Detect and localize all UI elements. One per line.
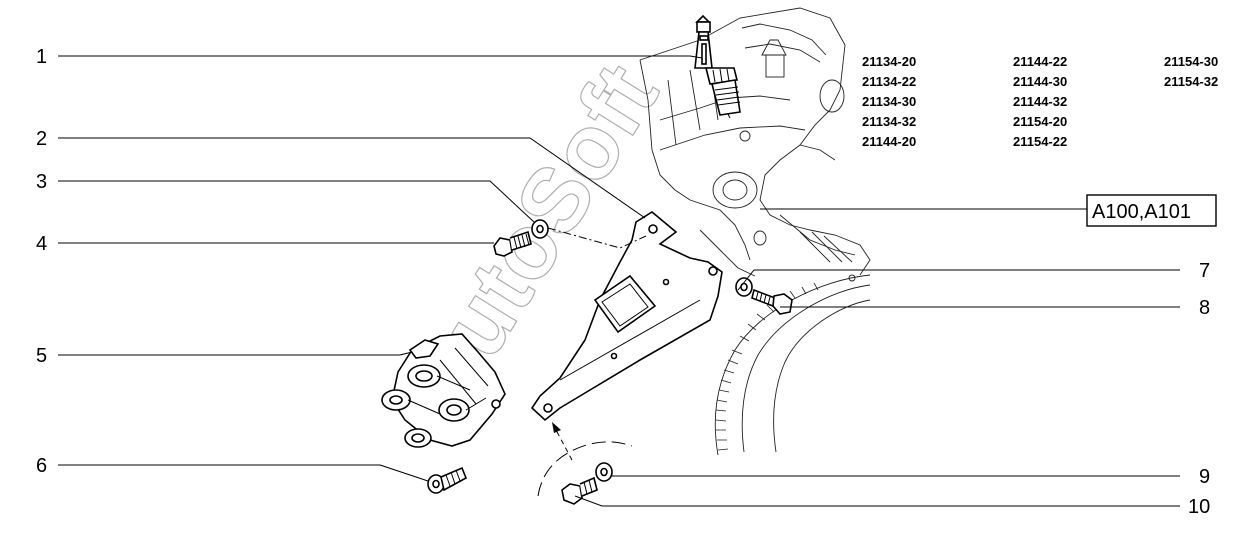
washer-3: [531, 219, 549, 239]
model-code: 21154-32: [1164, 74, 1218, 89]
callout-2: 2: [36, 128, 47, 150]
reference-label: A100,A101: [1092, 201, 1191, 223]
model-code: 21134-20: [862, 54, 916, 69]
bolt-10: [561, 476, 598, 505]
callout-9: 9: [1199, 466, 1210, 488]
model-code: 21154-22: [1013, 134, 1067, 149]
reference-box[interactable]: A100,A101: [1086, 194, 1217, 227]
callout-6: 6: [36, 455, 47, 477]
washer-7: [735, 277, 753, 297]
model-codes: 21134-20 21134-22 21134-30 21134-32 2114…: [862, 54, 1218, 149]
model-code: 21134-22: [862, 74, 916, 89]
spark-plug: [694, 14, 741, 119]
model-code: 21154-20: [1013, 114, 1067, 129]
engine-block: [639, 7, 871, 277]
bracket: [530, 211, 723, 422]
model-code: 21144-30: [1013, 74, 1067, 89]
distributor-cap: [381, 333, 506, 448]
callout-4: 4: [36, 233, 47, 255]
model-code: 21144-20: [862, 134, 916, 149]
model-code: 21134-32: [862, 114, 916, 129]
assembly-arrow: [537, 422, 633, 497]
callout-7: 7: [1199, 260, 1210, 282]
callout-8: 8: [1199, 297, 1210, 319]
leader-lines: [58, 55, 1180, 507]
model-code: 21154-30: [1164, 54, 1218, 69]
bolt-4: [493, 230, 532, 257]
model-code: 21144-22: [1013, 54, 1067, 69]
flywheel: [714, 274, 871, 456]
model-code: 21134-30: [862, 94, 916, 109]
washer-9: [595, 462, 613, 482]
model-code: 21144-32: [1013, 94, 1067, 109]
callouts: 1 2 3 4 5 6 7 8 9 10: [36, 46, 1210, 518]
callout-1: 1: [36, 46, 47, 68]
bolt-8: [751, 288, 793, 315]
bolt-6: [427, 466, 468, 494]
callout-5: 5: [36, 345, 47, 367]
callout-3: 3: [36, 171, 47, 193]
callout-10: 10: [1188, 496, 1210, 518]
